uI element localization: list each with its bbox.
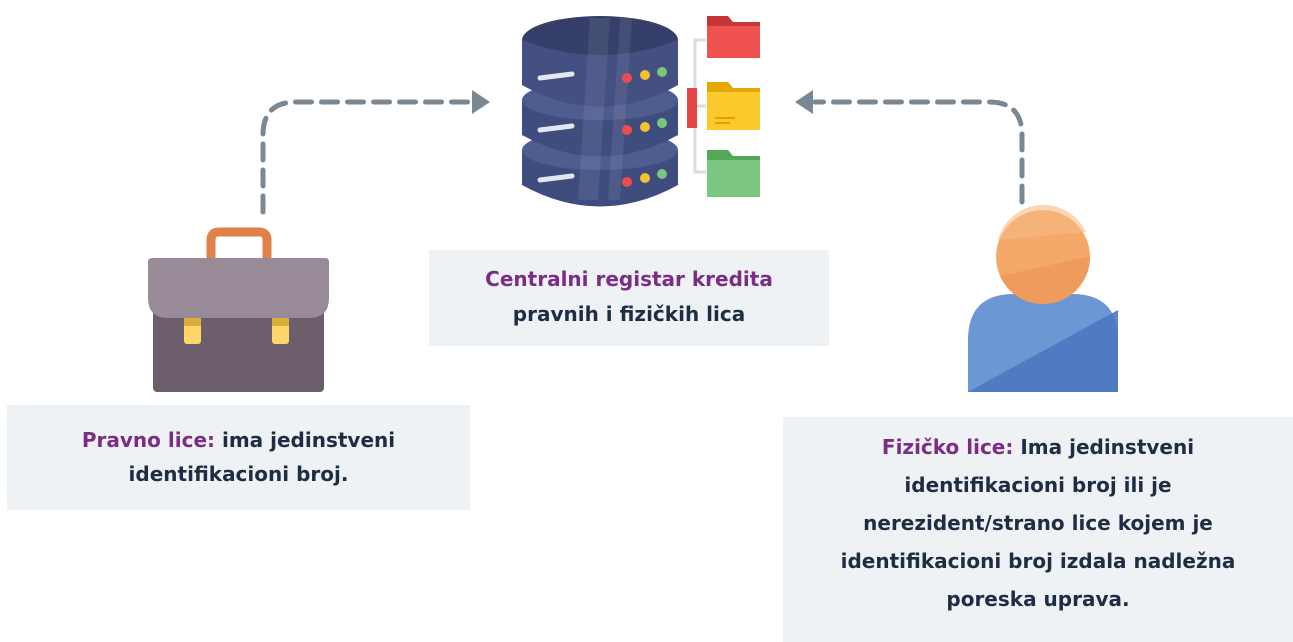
folder-tree-connector	[687, 38, 706, 174]
database-server-icon	[522, 16, 678, 207]
legal-entity-label: Pravno lice:	[81, 428, 215, 452]
central-registry-title: Centralni registar kredita	[485, 267, 773, 291]
central-registry-subtitle: pravnih i fizičkih lica	[512, 302, 746, 326]
natural-person-box: Fizičko lice: Ima jedinstveni identifika…	[783, 417, 1293, 642]
central-registry-box: Centralni registar kredita pravnih i fiz…	[429, 250, 829, 346]
red-folder-icon	[707, 16, 760, 58]
green-folder-icon	[707, 150, 760, 197]
legal-entity-text-line-1: ima jedinstveni	[221, 428, 396, 452]
natural-person-text-line-3: nerezident/strano lice kojem je	[863, 511, 1213, 535]
natural-person-text-line-5: poreska uprava.	[946, 587, 1130, 611]
natural-person-text-line-2: identifikacioni broj ili je	[904, 473, 1172, 497]
briefcase-icon	[148, 227, 329, 392]
natural-person-text-line-1: Ima jedinstveni	[1020, 435, 1195, 459]
legal-entity-text-line-2: identifikacioni broj.	[128, 462, 349, 486]
yellow-folder-icon	[707, 82, 760, 130]
legal-entity-box: Pravno lice: ima jedinstveni identifikac…	[7, 405, 470, 510]
arrow-legal-to-registry	[260, 90, 490, 215]
natural-person-label: Fizičko lice:	[881, 435, 1014, 459]
natural-person-text-line-4: identifikacioni broj izdala nadležna	[840, 549, 1236, 573]
arrow-person-to-registry	[795, 90, 1025, 205]
person-icon	[968, 204, 1118, 392]
